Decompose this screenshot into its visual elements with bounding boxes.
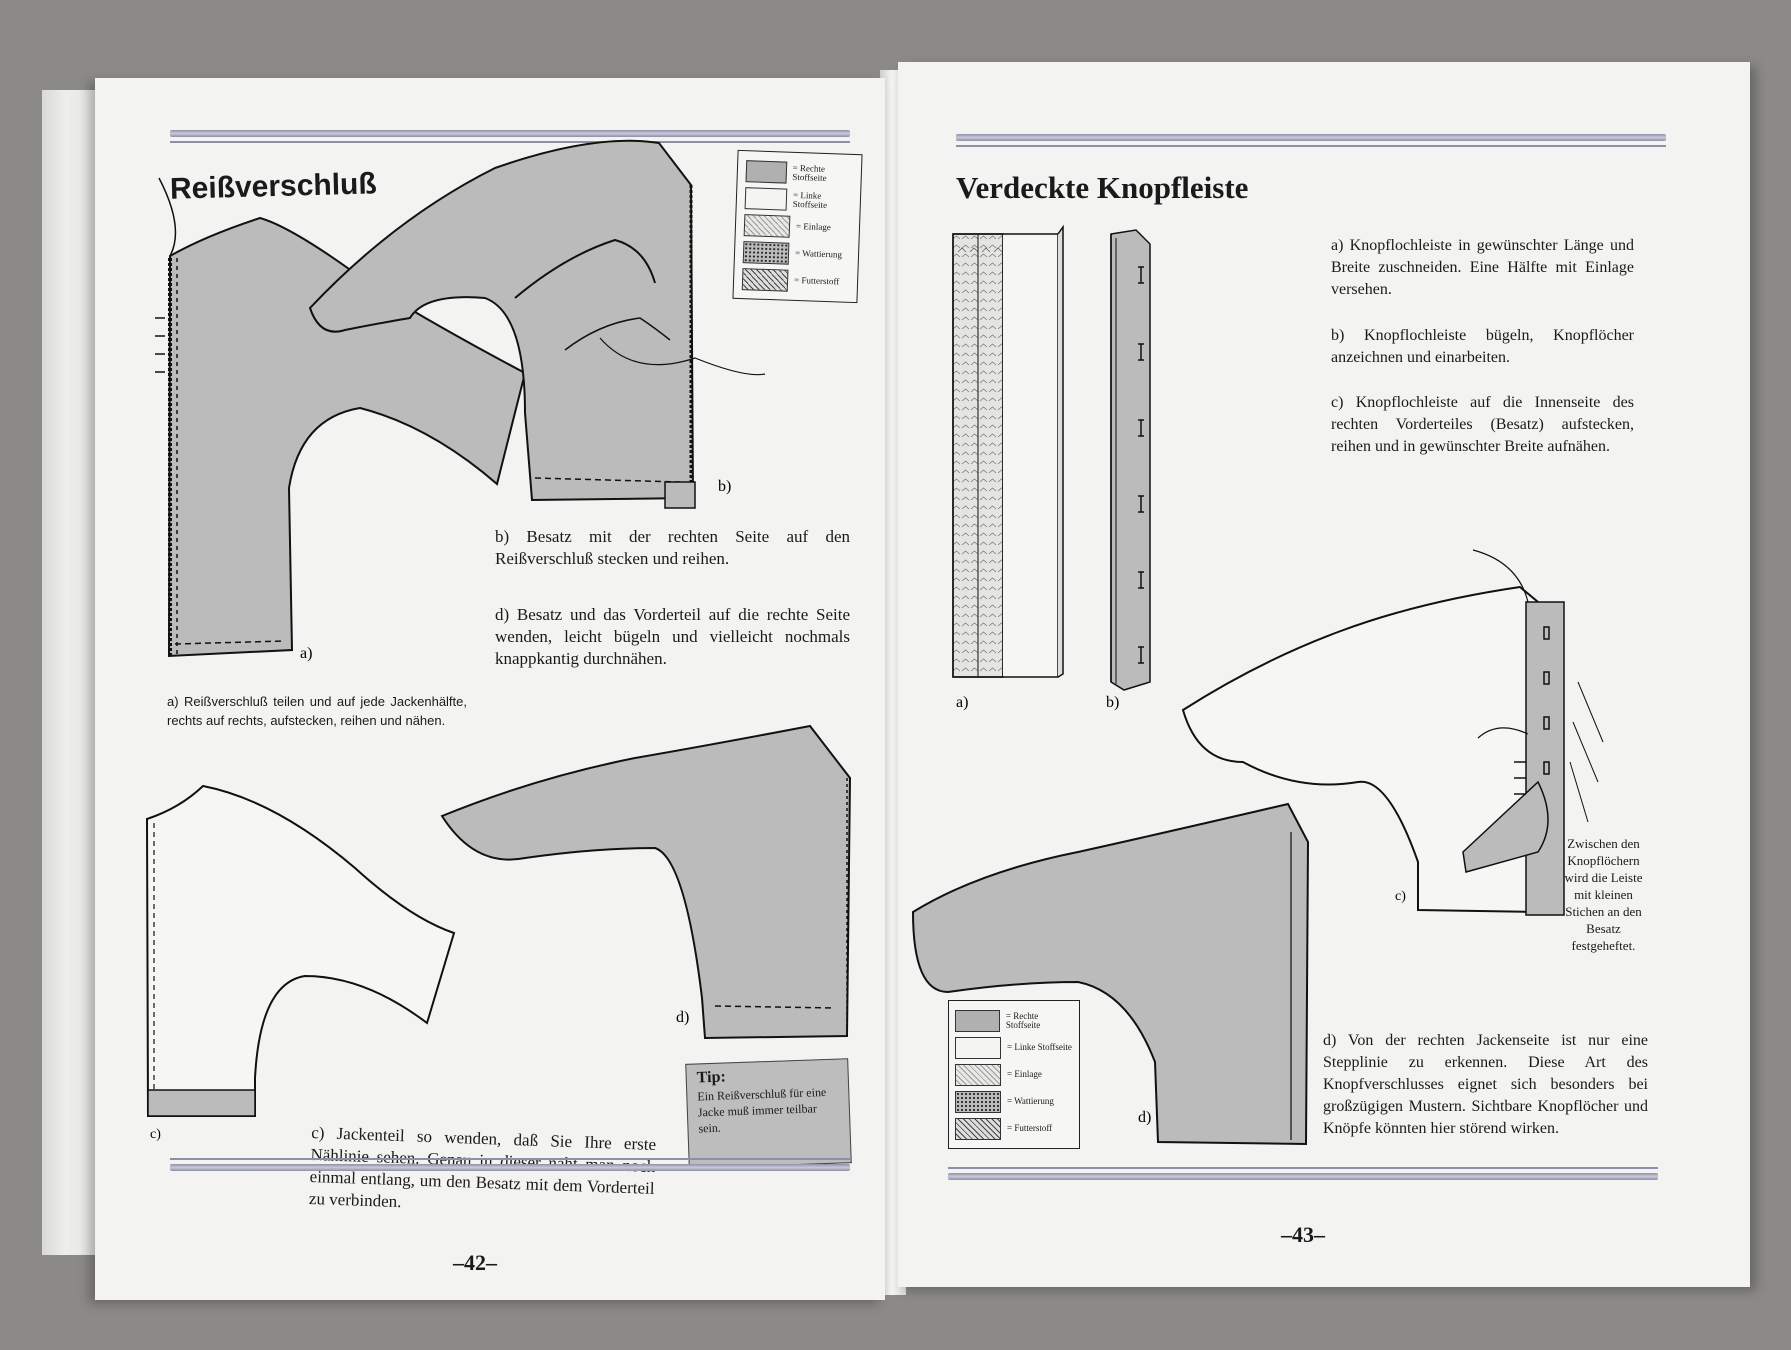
legend-swatch-wrong-side — [955, 1036, 1001, 1059]
legend-label: = Wattierung — [794, 247, 843, 260]
legend-swatch-right-side — [745, 159, 787, 184]
legend-label: = Futterstoff — [1007, 1123, 1053, 1133]
left-illustrations: a) b) c) d) — [145, 139, 852, 1142]
step-c-text: c) Jackenteil so wenden, daß Sie Ihre er… — [308, 1123, 657, 1212]
legend-label: = Futterstoff — [793, 274, 840, 287]
step-d-text: d) Besatz und das Vorderteil auf die rec… — [495, 605, 850, 668]
legend-row: = Futterstoff — [741, 265, 850, 296]
step-a-text: a) Reißverschluß teilen und auf jede Jac… — [167, 694, 467, 728]
legend-row: = Futterstoff — [955, 1115, 1073, 1142]
jacket-a — [167, 216, 527, 658]
label-a: a) — [300, 645, 312, 662]
top-rule — [170, 130, 850, 137]
jacket-b — [308, 139, 695, 502]
legend-row: = Wattierung — [742, 238, 851, 269]
legend-row: = Rechte Stoffseite — [745, 157, 853, 188]
legend-label: = Einlage — [795, 220, 831, 233]
page-number: –42– — [453, 1250, 497, 1275]
legend-row: = Einlage — [955, 1061, 1073, 1088]
tip-title: Tip: — [696, 1068, 727, 1087]
jacket-c — [145, 784, 456, 1117]
legend-swatch-right-side — [955, 1009, 1000, 1032]
label-c: c) — [150, 1127, 161, 1142]
legend-swatch-interfacing — [743, 213, 791, 238]
right-illustrations: a) b) c) d) — [911, 224, 1604, 1146]
label-a: a) — [956, 694, 968, 711]
step-c-text: c) Knopflochleiste auf die Innenseite de… — [1331, 394, 1634, 455]
legend-label: = Einlage — [1007, 1069, 1042, 1079]
legend-swatch-interfacing — [955, 1063, 1001, 1086]
legend-swatch-batting — [955, 1090, 1001, 1113]
step-b-text: b) Besatz mit der rechten Seite auf den … — [495, 527, 850, 568]
jacket-d — [440, 724, 852, 1040]
legend-row: = Linke Stoffseite — [744, 184, 853, 215]
label-b: b) — [718, 478, 731, 495]
fabric-legend: = Rechte Stoffseite = Linke Stoffseite =… — [948, 1000, 1080, 1149]
legend-swatch-batting — [742, 240, 790, 265]
step-a-text: a) Knopflochleiste in gewünschter Länge … — [1331, 237, 1634, 298]
bottom-rule-thin — [170, 1158, 850, 1160]
legend-row: = Linke Stoffseite — [955, 1034, 1073, 1061]
bottom-rule-thin — [948, 1167, 1658, 1169]
top-rule-thin — [170, 141, 850, 143]
legend-label: = Rechte Stoffseite — [1005, 1010, 1041, 1030]
bottom-rule — [948, 1173, 1658, 1180]
left-page: Reißverschluß a) b) c) d) = Rechte Stoff… — [95, 78, 885, 1300]
legend-label: = Wattierung — [1007, 1096, 1054, 1106]
legend-row: = Wattierung — [955, 1088, 1073, 1115]
legend-row: = Einlage — [743, 211, 852, 242]
top-rule-thin — [956, 145, 1666, 147]
fabric-legend: = Rechte Stoffseite = Linke Stoffseite =… — [732, 149, 863, 304]
tip-text: Ein Reißverschluß für eine Jacke muß imm… — [697, 1084, 827, 1136]
legend-swatch-lining — [741, 267, 789, 292]
label-d: d) — [676, 1009, 689, 1026]
legend-swatch-lining — [955, 1117, 1001, 1140]
bottom-rule — [170, 1164, 850, 1171]
legend-label: = Linke Stoffseite — [792, 189, 828, 210]
page-number: –43– — [1281, 1222, 1325, 1247]
legend-label: = Linke Stoffseite — [1007, 1042, 1072, 1052]
right-page: Verdeckte Knopfleiste a) b) — [898, 62, 1750, 1287]
tip-box: Tip: Ein Reißverschluß für eine Jacke mu… — [685, 1058, 852, 1169]
placket-note: Zwischen den Knopflöchern wird die Leist… — [1564, 836, 1643, 953]
label-b: b) — [1106, 694, 1119, 711]
legend-swatch-wrong-side — [744, 186, 788, 211]
page-stack-edge — [42, 90, 102, 1255]
legend-row: = Rechte Stoffseite — [955, 1007, 1073, 1034]
jacket-d — [911, 802, 1310, 1146]
label-d: d) — [1138, 1109, 1151, 1126]
label-c: c) — [1395, 889, 1406, 904]
jacket-c — [1181, 585, 1539, 914]
step-d-text: d) Von der rechten Jackenseite ist nur e… — [1323, 1032, 1648, 1137]
legend-label: = Rechte Stoffseite — [792, 162, 827, 183]
step-b-text: b) Knopflochleiste bügeln, Knopflöcher a… — [1331, 327, 1634, 366]
page-title: Verdeckte Knopfleiste — [956, 170, 1249, 205]
top-rule — [956, 134, 1666, 141]
